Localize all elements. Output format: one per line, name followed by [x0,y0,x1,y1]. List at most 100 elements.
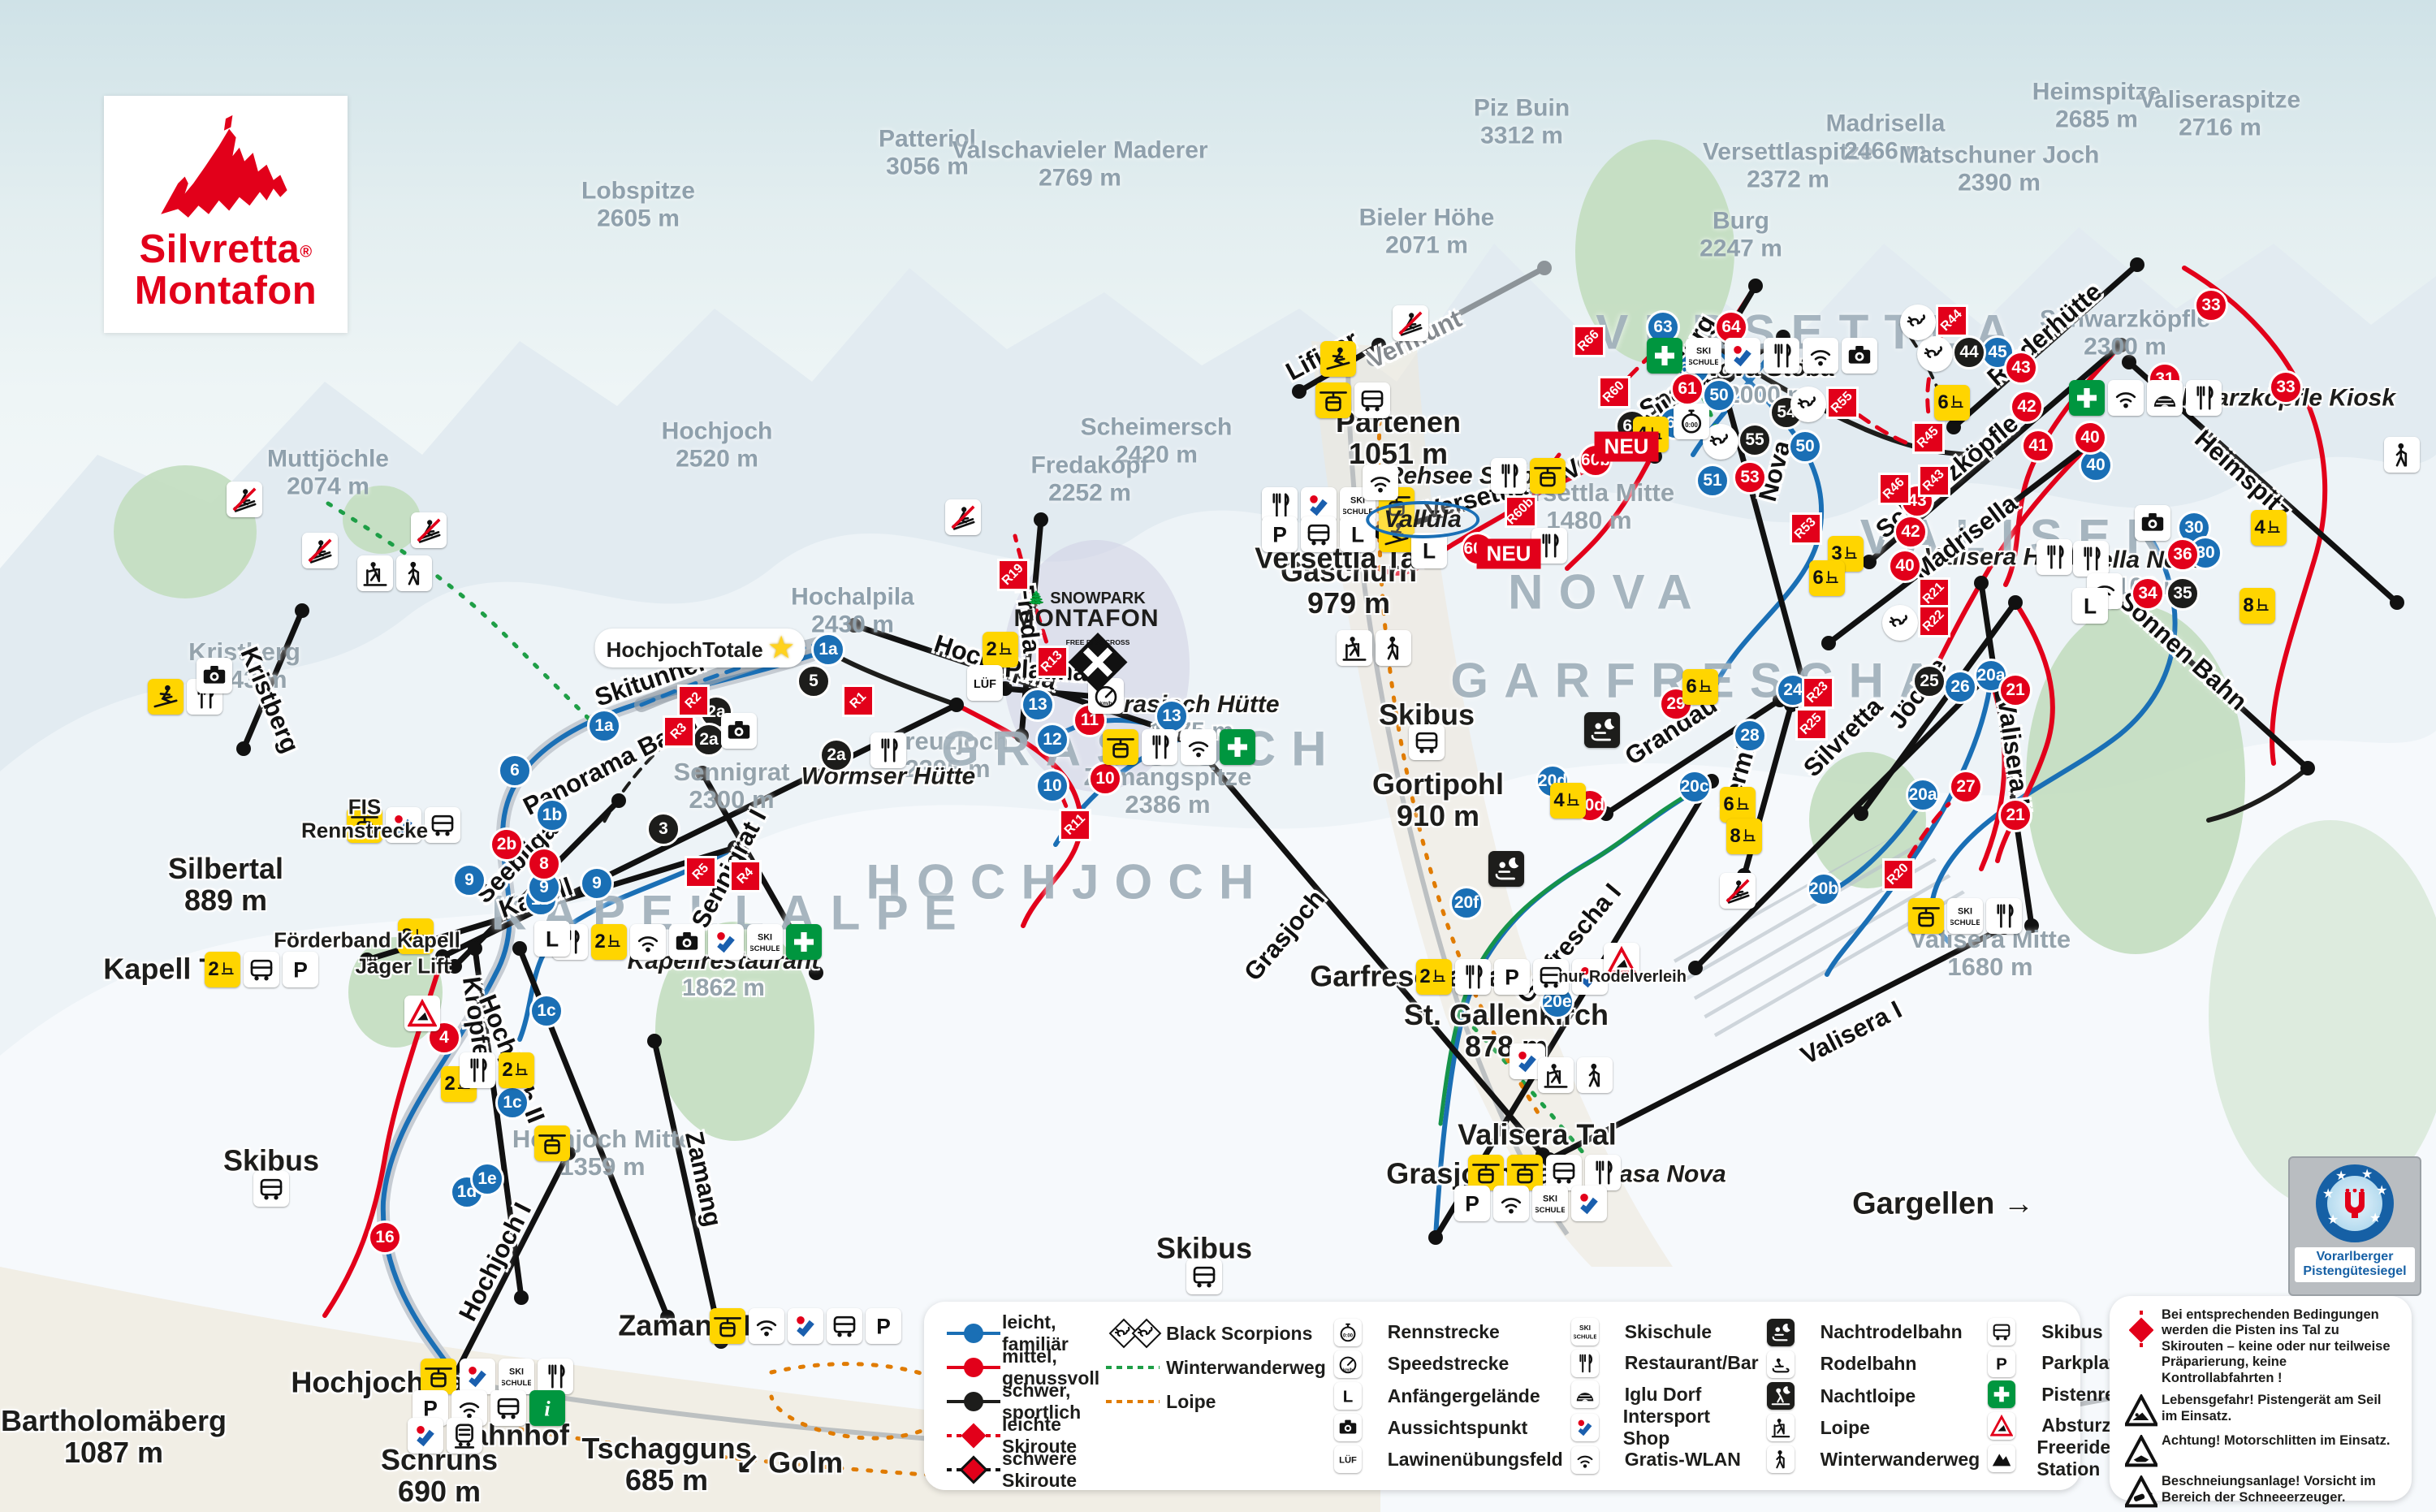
legend-item: Nachtloipe [1759,1380,1980,1411]
sledN-badge [1583,711,1622,750]
bus-icon [253,1171,289,1207]
scorpions-legend-icon [1104,1317,1166,1350]
legend-item-label: Skischule [1624,1320,1713,1342]
piste-badge: 20c [1678,770,1712,804]
wifi-icon [749,1308,784,1344]
chairlift-badge: 8 [1725,817,1764,856]
svg-text:SKI: SKI [758,933,772,943]
skier-y-icon [148,679,184,715]
chair8-icon: 8 [1726,819,1762,854]
piste-badge: 1a [587,709,621,743]
piste-badge: 35 [2166,577,2200,611]
svg-text:km/h: km/h [1099,701,1112,706]
lineRed-legend-icon [945,1354,1002,1381]
station-icons: 2 [458,1051,536,1090]
svg-text:L: L [546,927,559,952]
piste-badge: 21 [1998,798,2032,832]
gondola-y-icon [1530,458,1566,494]
legend-item: schwer, sportlich [945,1380,1104,1423]
skierX-badge [225,480,264,519]
legend-item-label: Loipe [1166,1390,1216,1412]
wifi-legend-icon [1563,1445,1625,1474]
skiroute-badge: R66 [1573,325,1605,357]
svg-text:0:00: 0:00 [1343,1333,1354,1338]
logo-registered: ® [300,243,313,261]
note-label: nur Rodelverleih [1558,968,1687,986]
walker-icon [1376,630,1411,666]
warning-item: Lebensgefahr! Pistengerät am Seil im Ein… [2121,1393,2400,1427]
station-icons [252,1169,291,1208]
L-legend-icon: L [1326,1382,1388,1410]
svg-text:SCHULE: SCHULE [1574,1333,1596,1341]
svg-text:SCHULE: SCHULE [1950,918,1980,927]
gondola-y-icon [347,807,382,843]
skiroute-badge: R23 [1802,676,1834,709]
piste-badge: 1c [495,1086,529,1120]
-l-u-f-icon: LÜF [1333,1445,1362,1474]
piste-badge: 34 [2131,577,2165,611]
chairlift-badge: 8 [396,917,435,956]
piste-badge: 3 [646,812,680,846]
svg-text:P: P [1272,523,1287,547]
skiroute-badge: R46 [1878,473,1911,505]
piste-badge: 25 [1912,664,1946,698]
svg-text:LÜF: LÜF [1339,1455,1357,1466]
svg-text:P: P [876,1315,891,1339]
station-icons [1407,723,1446,762]
warning-legend: Bei entsprechenden Bedingungen werden di… [2110,1296,2412,1508]
bus-icon [1301,516,1337,552]
scorpion-icon [1917,336,1953,372]
wifi-icon [1363,464,1398,500]
camera-badge [719,711,758,750]
P-legend-icon: P [1980,1349,2041,1377]
legend-item-label: Restaurant/Bar [1624,1352,1759,1374]
-p-icon: P [1262,516,1298,552]
routeH-legend-icon [945,1454,1002,1485]
warning-text: Bei entsprechenden Bedingungen werden di… [2162,1307,2391,1385]
vallula-route-label: Vallüla [1366,501,1479,538]
skier-x-icon [1393,305,1428,341]
bus-icon [1409,724,1445,760]
gondola-y-icon [1103,729,1138,765]
warn-icon [404,996,440,1031]
bus-icon [1546,1155,1582,1190]
warning-text: Achtung! Motorschlitten im Einsatz. [2162,1433,2391,1449]
walker-legend-icon [1759,1445,1821,1474]
skiroute-badge: R25 [1795,708,1828,741]
piste-badge: 6 [498,754,532,788]
walker-icon [1766,1445,1795,1474]
intersport-legend-icon [1563,1413,1623,1441]
restaurant-icon [870,732,906,768]
bus-icon [425,807,460,843]
L-badge: L [1410,531,1449,570]
station-icons [2035,538,2074,577]
warn-icon [1604,943,1639,978]
chair4-icon: 4 [2251,510,2287,546]
legend-item-label: Aussichtspunkt [1387,1416,1528,1438]
resort-logo: Silvretta® Montafon [104,96,348,333]
warning-item: Bei entsprechenden Bedingungen werden di… [2121,1307,2400,1386]
skier-y-icon [1320,341,1356,377]
skiroute-badge: R55 [1826,387,1859,419]
